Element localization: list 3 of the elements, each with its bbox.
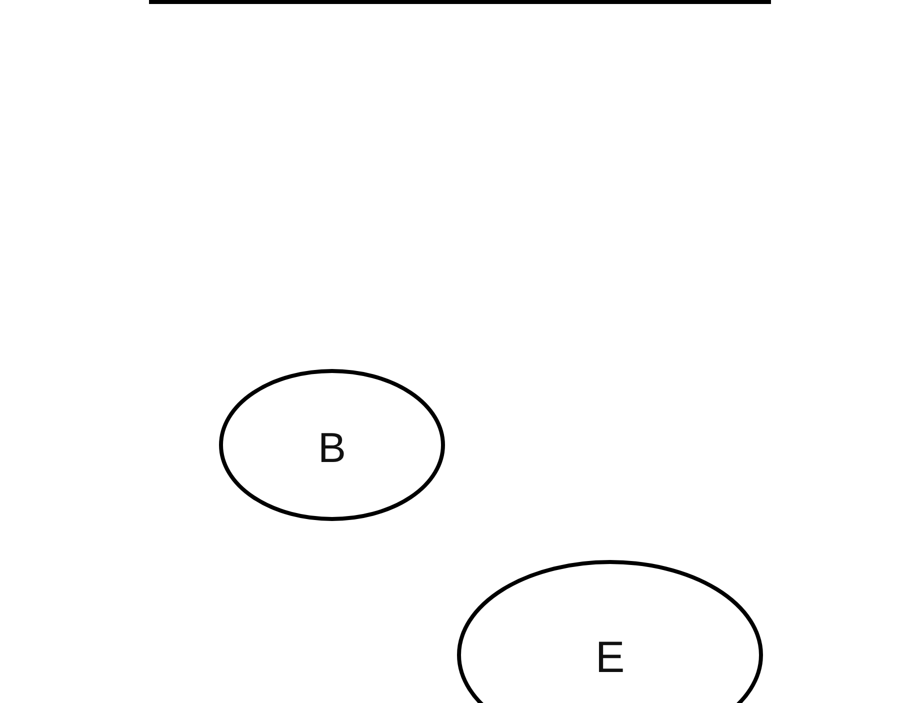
- ellipse-node: [219, 369, 445, 521]
- node-label: E: [595, 636, 625, 680]
- node-label: B: [318, 427, 346, 469]
